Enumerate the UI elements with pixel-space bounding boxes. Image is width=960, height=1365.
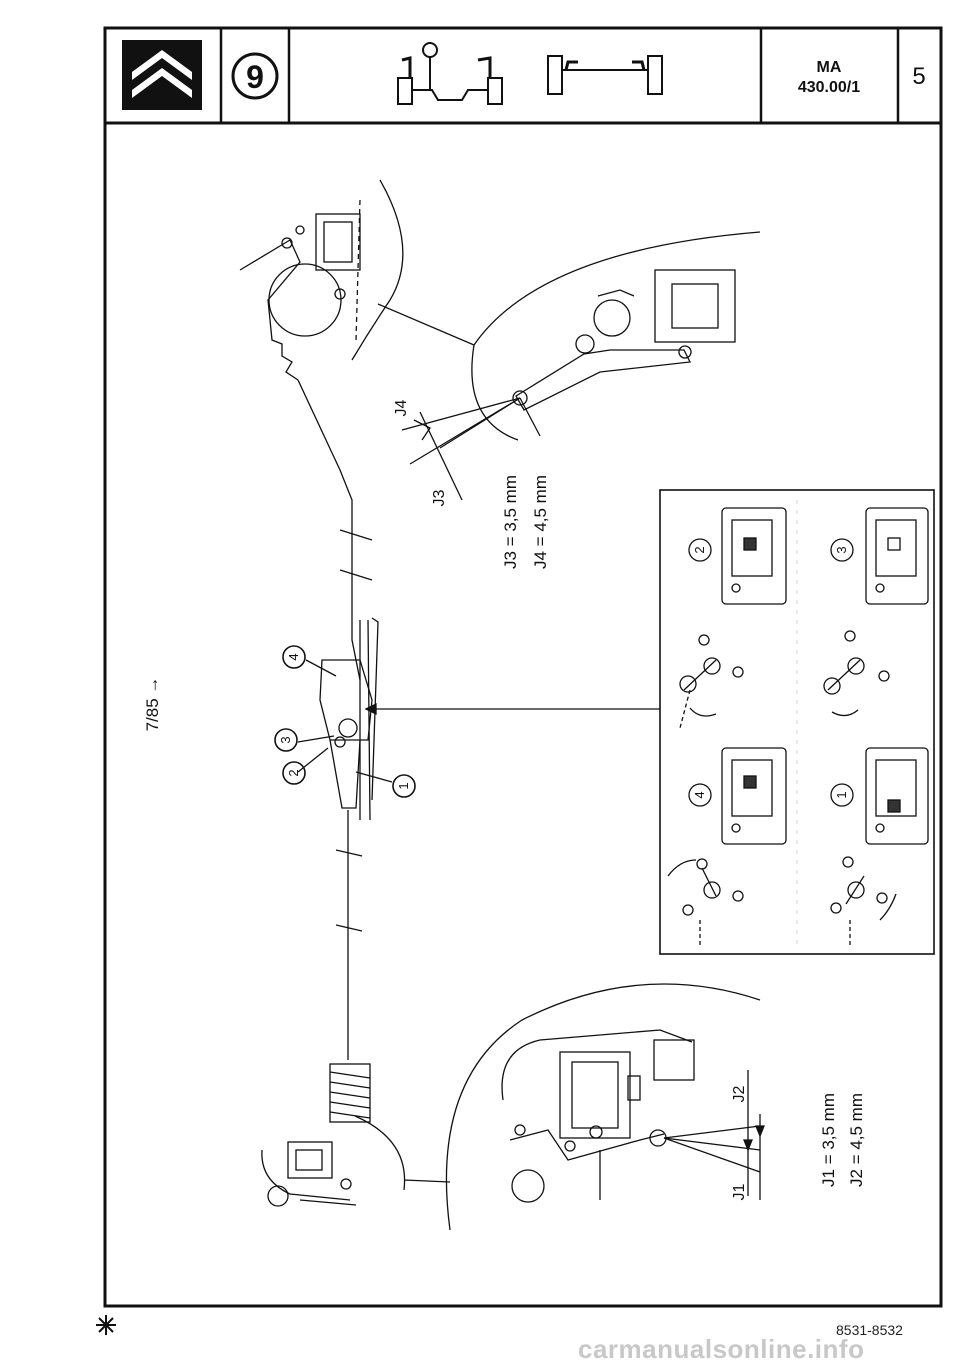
chapter-number: 9 [246, 59, 264, 95]
j3-label: J3 [431, 489, 448, 506]
inset-callout-3 [830, 538, 854, 562]
j4-spec: J4 = 4,5 mm [531, 475, 550, 569]
reference-code: 8531-8532 [836, 1322, 903, 1338]
callout-4 [282, 645, 306, 669]
front-caliper-large [501, 1029, 761, 1203]
callout-2 [282, 761, 306, 785]
header-bar: 9 MA 430.00/1 5 [105, 28, 941, 125]
inset-panel-4 [721, 747, 787, 845]
callout-1-label: 1 [396, 782, 411, 789]
j1-label: J1 [731, 1183, 748, 1200]
asterisk-mark-icon [96, 1315, 116, 1335]
rear-detail-outline-lower [471, 344, 519, 441]
page-number: 5 [912, 63, 925, 90]
rear-caliper-large [512, 269, 736, 437]
j4-label: J4 [393, 399, 410, 416]
lever-positions-inset [659, 489, 935, 955]
chapter-badge [231, 52, 279, 100]
compensator-lever [319, 617, 379, 821]
front-caliper-small-outline [354, 1115, 406, 1191]
inset-callout-2 [688, 538, 712, 562]
inset-lever-sketch-a [679, 634, 744, 729]
j1-spec: J1 = 3,5 mm [819, 1093, 838, 1187]
citroen-logo-icon [122, 40, 202, 110]
date-note: 7/85 → [143, 677, 162, 732]
rear-caliper-small [239, 199, 361, 381]
inset-panel-2 [721, 507, 787, 605]
inset-lever-sketch-c [667, 858, 744, 946]
inset-callout-4 [688, 783, 712, 807]
inset-lever-sketch-b [823, 630, 890, 717]
front-axle-icon [397, 42, 503, 105]
inset-panel-3 [865, 507, 929, 605]
watermark-link[interactable]: carmanualsonline.info [578, 1334, 865, 1364]
callout-2-label: 2 [286, 769, 301, 776]
j3-j4-measurement [401, 397, 521, 501]
callout-3 [274, 728, 298, 752]
callout-circles [274, 645, 416, 798]
page-frame [103, 26, 943, 1308]
inset-lever-sketch-d [830, 856, 897, 946]
handbrake-cable-diagram [239, 179, 765, 1231]
inset-callout-3-label: 3 [834, 546, 849, 553]
j3-spec: J3 = 3,5 mm [501, 475, 520, 569]
inset-callout-4-label: 4 [692, 791, 707, 798]
callout-3-label: 3 [278, 736, 293, 743]
callout-4-label: 4 [286, 653, 301, 660]
rear-cable [297, 379, 361, 681]
inset-callout-1-label: 1 [834, 791, 849, 798]
callout-1 [392, 774, 416, 798]
rear-axle-icon [547, 55, 663, 95]
rear-caliper-detail-outline [351, 179, 404, 361]
front-detail-outline [445, 983, 761, 1231]
doc-code-line2: 430.00/1 [798, 79, 860, 96]
inset-callout-2-label: 2 [692, 546, 707, 553]
front-spring [329, 1063, 371, 1123]
j2-label: J2 [731, 1085, 748, 1102]
j2-spec: J2 = 4,5 mm [847, 1093, 866, 1187]
j1-j2-measurement [743, 1070, 765, 1200]
inset-panel-1 [865, 747, 929, 845]
detail-leader-top [377, 303, 475, 346]
front-caliper-small [261, 1141, 357, 1207]
rear-detail-outline [473, 231, 761, 346]
doc-code-line1: MA [817, 59, 842, 76]
inset-callout-1 [830, 783, 854, 807]
